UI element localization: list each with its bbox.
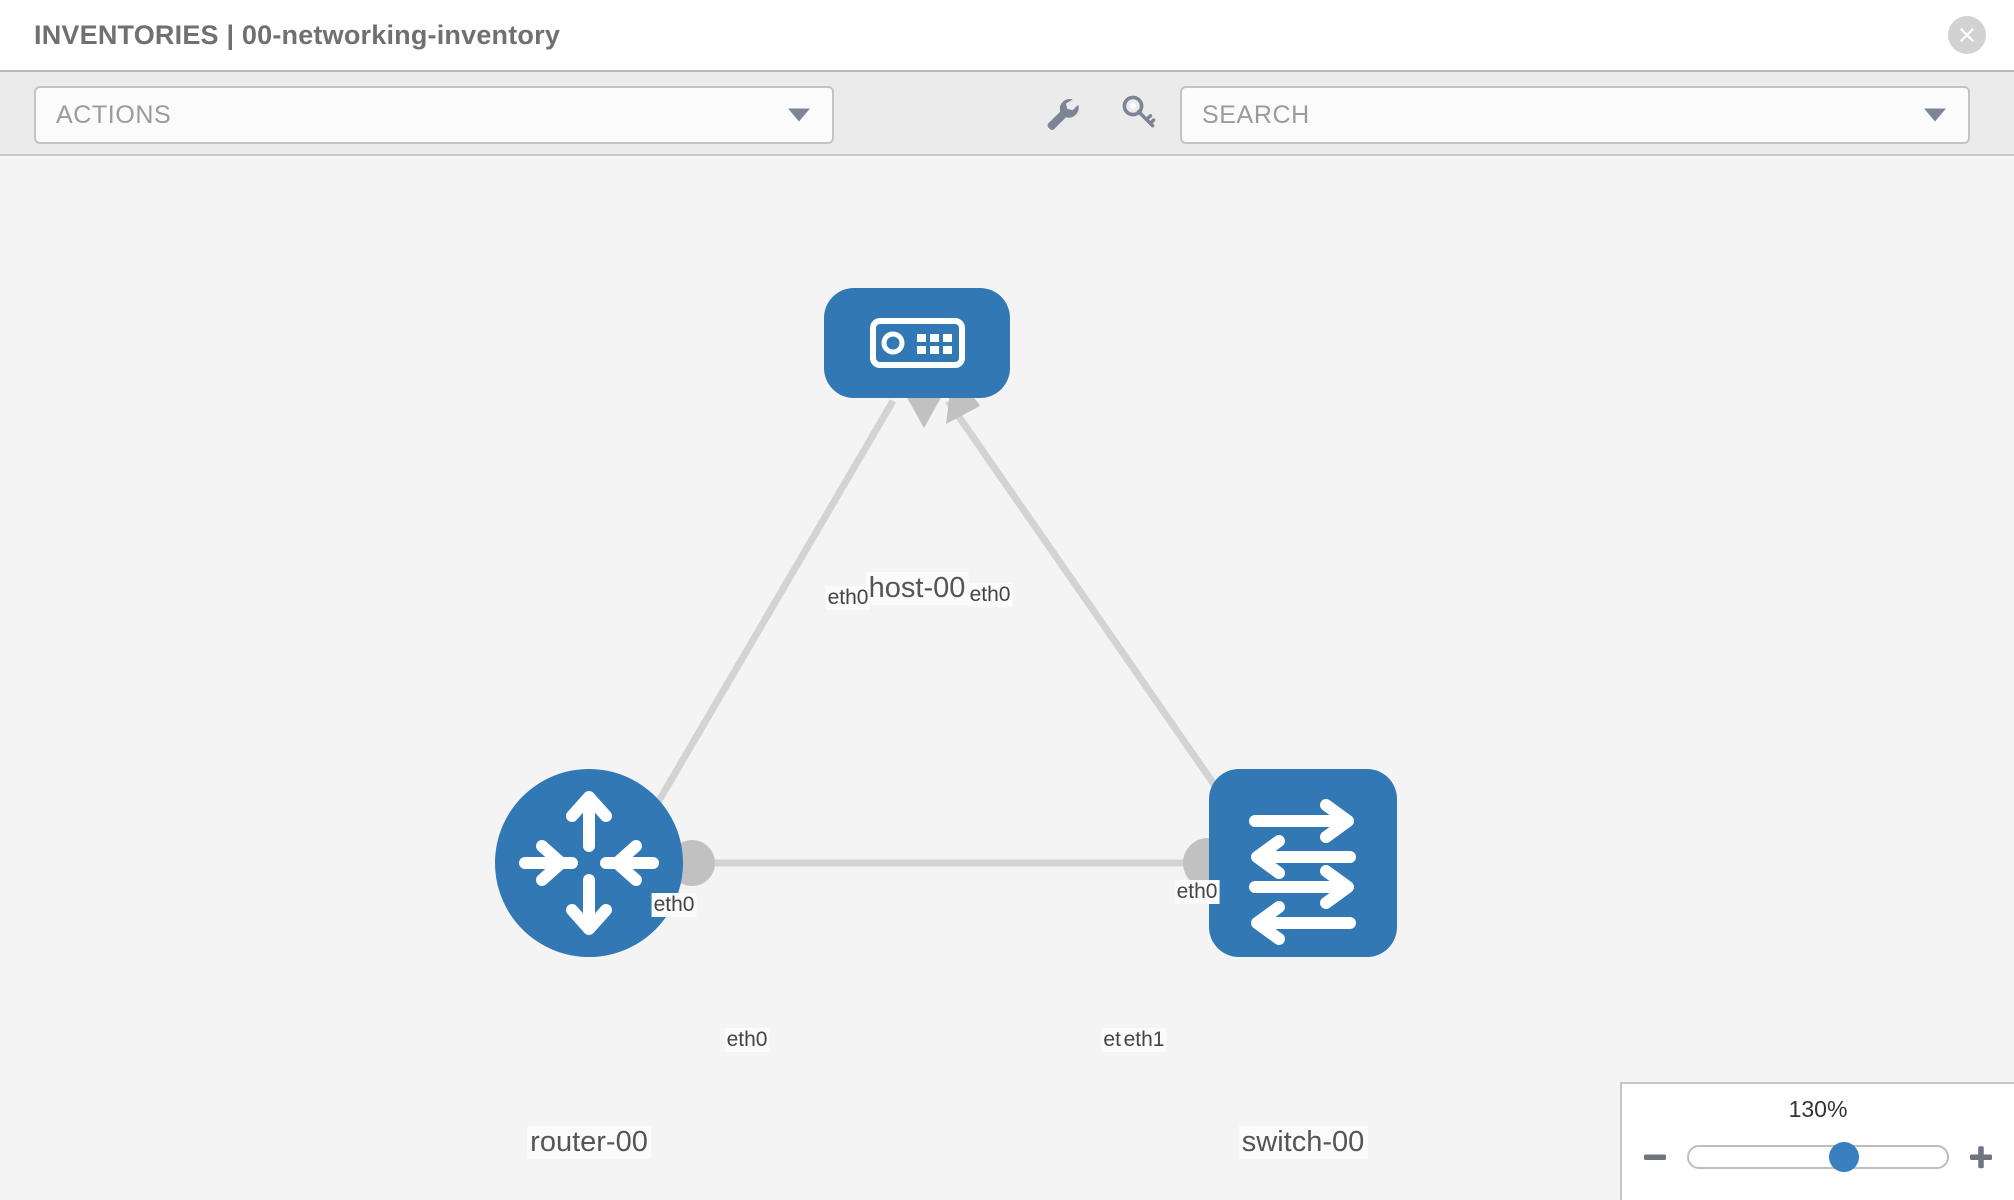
iface-label-router00-uplink: eth0 [651,893,697,917]
actions-dropdown-label: ACTIONS [56,100,172,129]
zoom-slider[interactable] [1687,1142,1949,1172]
chevron-down-icon [1924,108,1946,122]
zoom-slider-row [1622,1134,2014,1180]
iface-label-switch00-eth1: eth1 [1121,1028,1167,1052]
link-host00-switch00 [945,399,1239,818]
node-router-00 [495,769,683,957]
node-label-host-00: host-00 [865,572,969,605]
port-host00-right [946,391,980,424]
iface-label-host00-left: eth0 [825,586,871,610]
wrench-icon[interactable] [1040,92,1082,134]
search-placeholder: SEARCH [1202,100,1310,129]
zoom-slider-thumb[interactable] [1828,1142,1859,1172]
page-header: INVENTORIES | 00-networking-inventory [0,0,2014,70]
node-host-00 [824,288,1010,398]
actions-dropdown[interactable]: ACTIONS [34,86,834,144]
toolbar: ACTIONS SEARCH [0,70,2014,156]
link-host00-router00 [646,399,897,818]
topology-links [646,399,1239,867]
node-switch-00 [1209,769,1397,957]
iface-label-host00-right: eth0 [967,583,1013,607]
iface-label-router00-eth0: eth0 [724,1028,770,1052]
key-icon[interactable] [1118,92,1160,134]
node-label-router-00: router-00 [527,1126,651,1159]
plus-icon[interactable] [1965,1141,1997,1173]
close-icon[interactable] [1948,16,1986,54]
topology-canvas[interactable]: host-00 router-00 switch-00 eth0 eth0 et… [0,156,2014,1200]
topology-graph [495,288,1397,957]
chevron-down-icon [788,108,810,122]
zoom-control-panel: 130% [1620,1082,2014,1200]
minus-icon[interactable] [1639,1141,1671,1173]
node-label-switch-00: switch-00 [1238,1126,1368,1159]
page-title: INVENTORIES | 00-networking-inventory [34,19,561,50]
iface-label-switch00-uplink: eth0 [1174,880,1220,904]
toolbar-icon-group [1040,92,1160,134]
search-input[interactable]: SEARCH [1180,86,1970,144]
zoom-level-value: 130% [1788,1096,1848,1122]
